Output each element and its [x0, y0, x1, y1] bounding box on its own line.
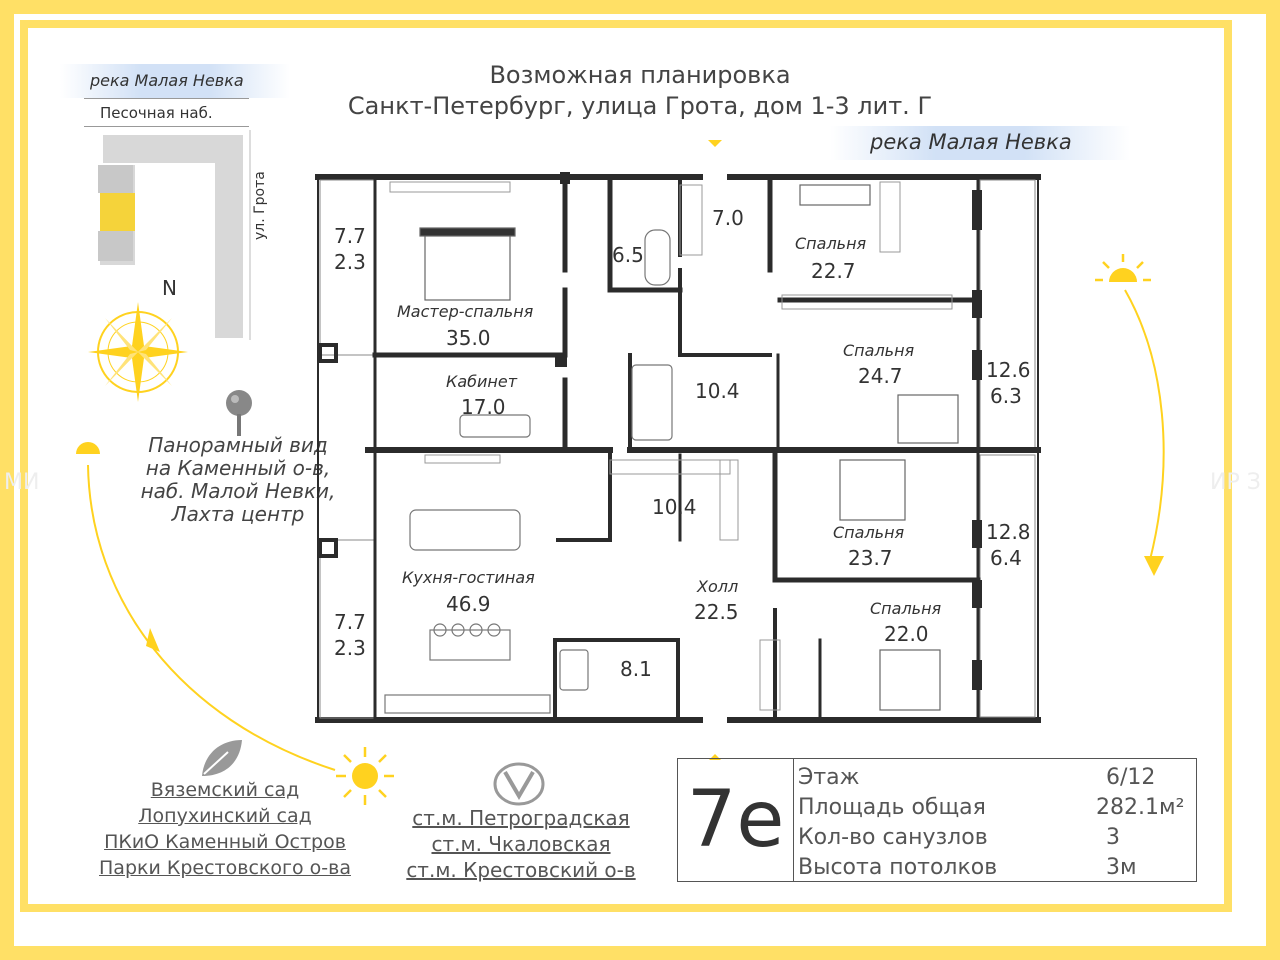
- apartment-info-box: 7е Этаж 6/12 Площадь общая 282.1м² Кол-в…: [677, 758, 1197, 882]
- room-name: Спальня: [870, 599, 942, 618]
- park-link[interactable]: Лопухинский сад: [138, 805, 312, 827]
- metro-icon: [493, 762, 545, 806]
- room-area: 8.1: [620, 657, 652, 681]
- park-link[interactable]: Вяземский сад: [150, 779, 300, 801]
- room-name: Кухня-гостиная: [402, 568, 535, 587]
- room-area: 22.0: [884, 622, 929, 646]
- park-link[interactable]: ПКиО Каменный Остров: [104, 831, 346, 853]
- river-band: [830, 126, 1130, 160]
- view-line: Панорамный вид: [148, 433, 328, 457]
- balcony-area: 12.6: [986, 358, 1031, 382]
- info-value: 3м: [1106, 855, 1137, 880]
- room-area: 17.0: [461, 395, 506, 419]
- room-area: 10.4: [695, 379, 740, 403]
- sun-icon: [336, 747, 394, 805]
- info-key: Кол-во санузлов: [798, 825, 988, 850]
- room-name: Спальня: [795, 234, 867, 253]
- room-area: 7.0: [712, 206, 744, 230]
- map-buildings: [98, 130, 251, 340]
- watermark-right: ИР З: [1210, 470, 1261, 495]
- river-label: река Малая Невка: [870, 130, 1072, 154]
- balcony-sub: 2.3: [334, 250, 366, 274]
- balcony-sub: 6.4: [990, 546, 1022, 570]
- leaf-icon: [202, 740, 242, 776]
- info-value: 6/12: [1106, 765, 1156, 790]
- room-area: 10.4: [652, 495, 697, 519]
- room-area: 35.0: [446, 326, 491, 350]
- watermark-left: МИ: [4, 470, 40, 495]
- plan-address: Санкт-Петербург, улица Грота, дом 1-3 ли…: [347, 92, 933, 120]
- sun-icon: [1095, 254, 1151, 282]
- plan-title: Возможная планировка: [489, 61, 791, 89]
- room-name: Спальня: [833, 523, 905, 542]
- balcony-sub: 6.3: [990, 384, 1022, 408]
- balcony-area: 12.8: [986, 520, 1031, 544]
- map-street-label: ул. Грота: [252, 171, 268, 240]
- compass-icon: [88, 302, 188, 402]
- map-road-line: [84, 126, 249, 127]
- info-value: 282.1м²: [1096, 795, 1185, 820]
- room-name: Холл: [697, 577, 739, 596]
- location-pin-icon: [226, 390, 252, 436]
- room-area: 6.5: [612, 243, 644, 267]
- balcony-area: 7.7: [334, 610, 366, 634]
- balcony-sub: 2.3: [334, 636, 366, 660]
- info-key: Высота потолков: [798, 855, 998, 880]
- map-river-band: [60, 64, 290, 98]
- info-key: Площадь общая: [798, 795, 986, 820]
- map-embankment-label: Песочная наб.: [100, 104, 213, 122]
- map-road-line: [84, 98, 249, 99]
- info-value: 3: [1106, 825, 1120, 850]
- north-label: N: [162, 276, 177, 300]
- frame-border: [20, 20, 1232, 912]
- room-name: Кабинет: [446, 372, 518, 391]
- map-river-label: река Малая Невка: [90, 71, 244, 90]
- floor-plan: [315, 140, 1041, 760]
- park-link[interactable]: Парки Крестовского о-ва: [99, 857, 351, 879]
- balcony-area: 7.7: [334, 224, 366, 248]
- room-name: Мастер-спальня: [397, 302, 534, 321]
- room-area: 22.7: [811, 259, 856, 283]
- metro-link[interactable]: ст.м. Чкаловская: [431, 832, 611, 856]
- room-area: 24.7: [858, 364, 903, 388]
- info-key: Этаж: [798, 765, 860, 790]
- sun-icon: [76, 442, 100, 454]
- room-name: Спальня: [843, 341, 915, 360]
- room-area: 46.9: [446, 592, 491, 616]
- room-area: 22.5: [694, 600, 739, 624]
- metro-link[interactable]: ст.м. Петроградская: [412, 806, 630, 830]
- metro-link[interactable]: ст.м. Крестовский о-в: [406, 858, 636, 882]
- room-area: 23.7: [848, 546, 893, 570]
- apartment-number: 7е: [678, 759, 794, 881]
